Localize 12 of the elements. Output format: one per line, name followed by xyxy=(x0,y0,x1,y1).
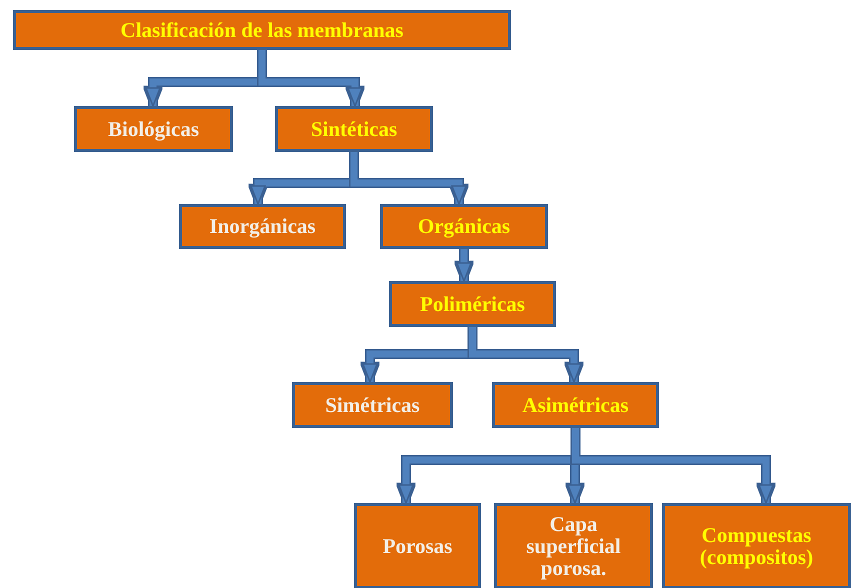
category-box: Asimétricas xyxy=(492,382,659,428)
category-box: Inorgánicas xyxy=(179,204,346,249)
category-box: Orgánicas xyxy=(380,204,548,249)
category-box: Sintéticas xyxy=(275,106,433,152)
category-box: Biológicas xyxy=(74,106,233,152)
category-box: Simétricas xyxy=(292,382,453,428)
category-box: Compuestas (compositos) xyxy=(662,503,851,588)
category-box: Capa superficial porosa. xyxy=(494,503,653,588)
category-box: Porosas xyxy=(354,503,481,588)
category-box: Clasificación de las membranas xyxy=(13,10,511,50)
arrow xyxy=(456,249,472,282)
category-box: Poliméricas xyxy=(389,281,556,327)
